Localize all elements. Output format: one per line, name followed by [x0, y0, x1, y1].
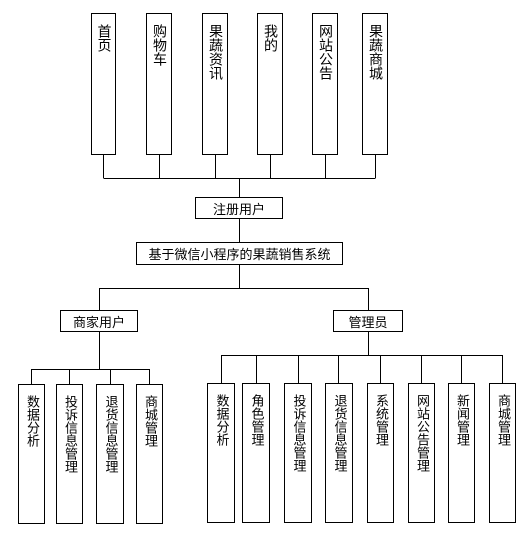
user-module-site-notice: 网站公告	[312, 13, 338, 155]
module-label: 首页	[95, 24, 112, 52]
admin-module-complaint-management: 投诉信息管理	[284, 383, 312, 523]
admin-module-return-management: 退货信息管理	[325, 383, 353, 523]
module-label: 数据分析	[24, 395, 39, 447]
admin-module-news-management: 新闻管理	[448, 383, 475, 523]
module-label: 商城管理	[142, 395, 157, 447]
system-root: 基于微信小程序的果蔬销售系统	[136, 242, 343, 265]
module-label: 新闻管理	[454, 394, 469, 446]
admin-module-role-management: 角色管理	[242, 383, 270, 523]
role-registered-user: 注册用户	[195, 197, 283, 219]
merchant-module-return-management: 退货信息管理	[96, 384, 124, 524]
module-label: 商城管理	[495, 394, 510, 446]
admin-module-site-notice-management: 网站公告管理	[408, 383, 435, 523]
module-label: 网站公告	[317, 24, 333, 80]
role-label: 管理员	[348, 315, 388, 331]
module-label: 购物车	[151, 24, 167, 66]
module-label: 数据分析	[213, 394, 229, 446]
user-module-home: 首页	[91, 13, 116, 155]
user-module-cart: 购物车	[146, 13, 172, 155]
module-label: 退货信息管理	[102, 395, 118, 473]
role-admin: 管理员	[333, 310, 403, 332]
module-label: 投诉信息管理	[290, 394, 306, 472]
user-module-mine: 我的	[257, 13, 283, 155]
user-module-produce-news: 果蔬资讯	[202, 13, 228, 155]
user-module-produce-mall: 果蔬商城	[362, 13, 388, 155]
admin-module-mall-management: 商城管理	[489, 383, 516, 523]
merchant-module-mall-management: 商城管理	[136, 384, 163, 524]
merchant-module-data-analysis: 数据分析	[18, 384, 45, 524]
admin-module-data-analysis: 数据分析	[207, 383, 235, 523]
module-label: 我的	[262, 24, 278, 52]
role-label: 注册用户	[212, 202, 265, 218]
module-label: 果蔬商城	[367, 24, 383, 80]
module-label: 果蔬资讯	[207, 24, 223, 80]
module-label: 网站公告管理	[414, 394, 429, 472]
module-label: 投诉信息管理	[62, 395, 77, 473]
role-label: 商家用户	[72, 315, 125, 331]
system-title: 基于微信小程序的果蔬销售系统	[148, 248, 331, 263]
admin-module-system-management: 系统管理	[367, 383, 394, 523]
module-label: 角色管理	[248, 394, 264, 446]
merchant-module-complaint-management: 投诉信息管理	[56, 384, 83, 524]
module-label: 退货信息管理	[331, 394, 347, 472]
role-merchant-user: 商家用户	[60, 310, 138, 332]
module-label: 系统管理	[373, 394, 388, 446]
